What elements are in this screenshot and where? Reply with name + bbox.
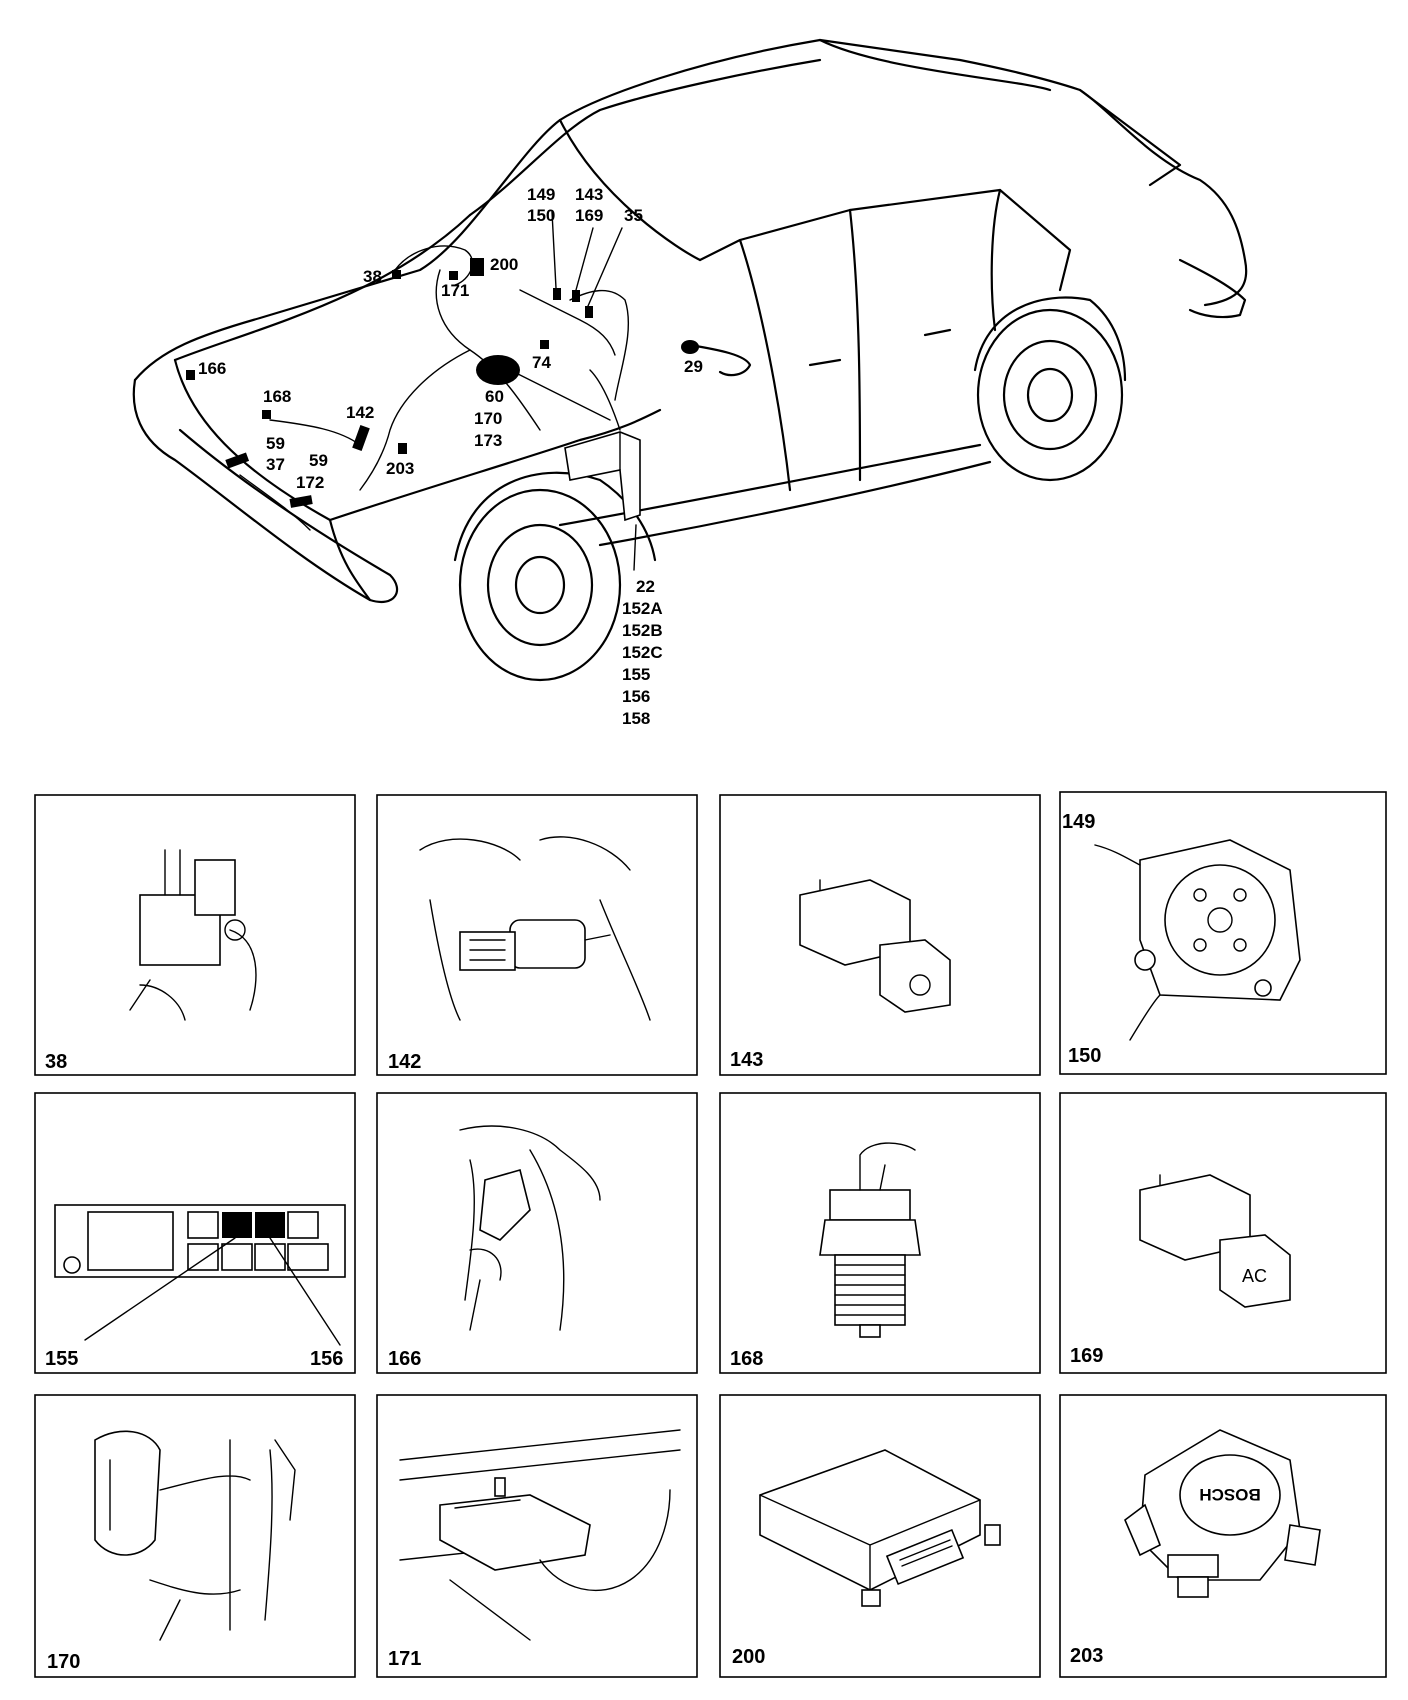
panel-143: 143 bbox=[719, 794, 1041, 1076]
panel-170: 170 bbox=[34, 1394, 356, 1678]
connector-icon bbox=[509, 919, 586, 969]
car-label-152A: 152A bbox=[622, 599, 663, 618]
panel-169: AC 169 bbox=[1059, 1092, 1387, 1374]
car-label-22: 22 bbox=[636, 577, 655, 596]
component-marker-200 bbox=[470, 258, 484, 276]
relay-156 bbox=[255, 1212, 285, 1238]
panel-155-156: 155 156 bbox=[34, 1092, 356, 1374]
component-marker-203 bbox=[398, 443, 407, 454]
bosch-brand-text: BOSCH bbox=[1199, 1485, 1260, 1504]
component-marker-150 bbox=[553, 288, 561, 300]
car-label-60: 60 bbox=[485, 387, 504, 406]
car-label-203: 203 bbox=[386, 459, 414, 478]
panel-150-label: 150 bbox=[1068, 1045, 1101, 1067]
panel-142-label: 142 bbox=[388, 1051, 421, 1073]
panel-203-label: 203 bbox=[1070, 1645, 1103, 1667]
car-label-158: 158 bbox=[622, 709, 650, 728]
sensor-top bbox=[829, 1189, 911, 1221]
panel-171-label: 171 bbox=[388, 1648, 421, 1670]
car-label-173: 173 bbox=[474, 431, 502, 450]
component-marker-59 bbox=[225, 452, 250, 469]
component-marker-35 bbox=[585, 306, 593, 318]
panel-142: 142 bbox=[376, 794, 698, 1076]
plug-icon bbox=[459, 931, 516, 971]
car-label-152C: 152C bbox=[622, 643, 663, 662]
ac-button bbox=[1219, 1234, 1291, 1308]
car-illustration: 149 143 150 169 35 38 200 171 74 29 166 … bbox=[132, 38, 1248, 728]
car-label-37: 37 bbox=[266, 455, 285, 474]
car-label-143: 143 bbox=[575, 185, 603, 204]
relay-box-22 bbox=[564, 431, 641, 522]
car-label-166: 166 bbox=[198, 359, 226, 378]
component-marker-38 bbox=[392, 270, 401, 279]
relay-155 bbox=[222, 1212, 252, 1238]
rotary-contact-icon bbox=[1164, 864, 1276, 976]
car-label-169: 169 bbox=[575, 206, 603, 225]
car-label-35: 35 bbox=[624, 206, 643, 225]
bosch-cap bbox=[1179, 1454, 1281, 1536]
panel-203: BOSCH 203 bbox=[1059, 1394, 1387, 1678]
panel-168: 168 bbox=[719, 1092, 1041, 1374]
fan-icon bbox=[909, 974, 931, 996]
panel-38-label: 38 bbox=[45, 1051, 67, 1073]
panel-156-label: 156 bbox=[310, 1348, 343, 1370]
car-label-29: 29 bbox=[684, 357, 703, 376]
panel-166: 166 bbox=[376, 1092, 698, 1374]
panel-149-150: 149 150 bbox=[1059, 791, 1387, 1075]
panel-200-label: 200 bbox=[732, 1646, 765, 1668]
panel-143-label: 143 bbox=[730, 1049, 763, 1071]
car-label-149: 149 bbox=[527, 185, 555, 204]
panel-38: 38 bbox=[34, 794, 356, 1076]
car-label-142: 142 bbox=[346, 403, 374, 422]
car-label-171: 171 bbox=[441, 281, 469, 300]
ac-button-text: AC bbox=[1242, 1266, 1267, 1286]
panel-168-label: 168 bbox=[730, 1348, 763, 1370]
car-label-156: 156 bbox=[622, 687, 650, 706]
car-label-38: 38 bbox=[363, 267, 382, 286]
component-marker-169 bbox=[572, 290, 580, 302]
panel-171: 171 bbox=[376, 1394, 698, 1678]
sensor-connector bbox=[1167, 1554, 1219, 1578]
car-label-150: 150 bbox=[527, 206, 555, 225]
car-label-74: 74 bbox=[532, 353, 551, 372]
panel-149-label: 149 bbox=[1062, 811, 1095, 833]
component-marker-172 bbox=[289, 495, 313, 508]
panel-200: 200 bbox=[719, 1394, 1041, 1678]
panel-169-label: 169 bbox=[1070, 1345, 1103, 1367]
component-marker-60 bbox=[476, 355, 520, 385]
car-label-200: 200 bbox=[490, 255, 518, 274]
valve-icon bbox=[479, 1169, 531, 1241]
component-marker-142 bbox=[352, 425, 370, 451]
panel-170-label: 170 bbox=[47, 1651, 80, 1673]
component-marker-29 bbox=[681, 340, 699, 354]
component-marker-74 bbox=[540, 340, 549, 349]
panel-166-label: 166 bbox=[388, 1348, 421, 1370]
car-label-170: 170 bbox=[474, 409, 502, 428]
module-171-icon bbox=[439, 1494, 591, 1571]
car-label-59-left: 59 bbox=[266, 434, 285, 453]
car-label-59-right: 59 bbox=[309, 451, 328, 470]
car-label-172: 172 bbox=[296, 473, 324, 492]
component-marker-166 bbox=[186, 370, 195, 380]
car-label-168: 168 bbox=[263, 387, 291, 406]
compressor-icon bbox=[94, 1430, 161, 1556]
car-label-155: 155 bbox=[622, 665, 650, 684]
panel-155-label: 155 bbox=[45, 1348, 78, 1370]
car-label-152B: 152B bbox=[622, 621, 663, 640]
component-marker-171 bbox=[449, 271, 458, 280]
component-marker-168 bbox=[262, 410, 271, 419]
